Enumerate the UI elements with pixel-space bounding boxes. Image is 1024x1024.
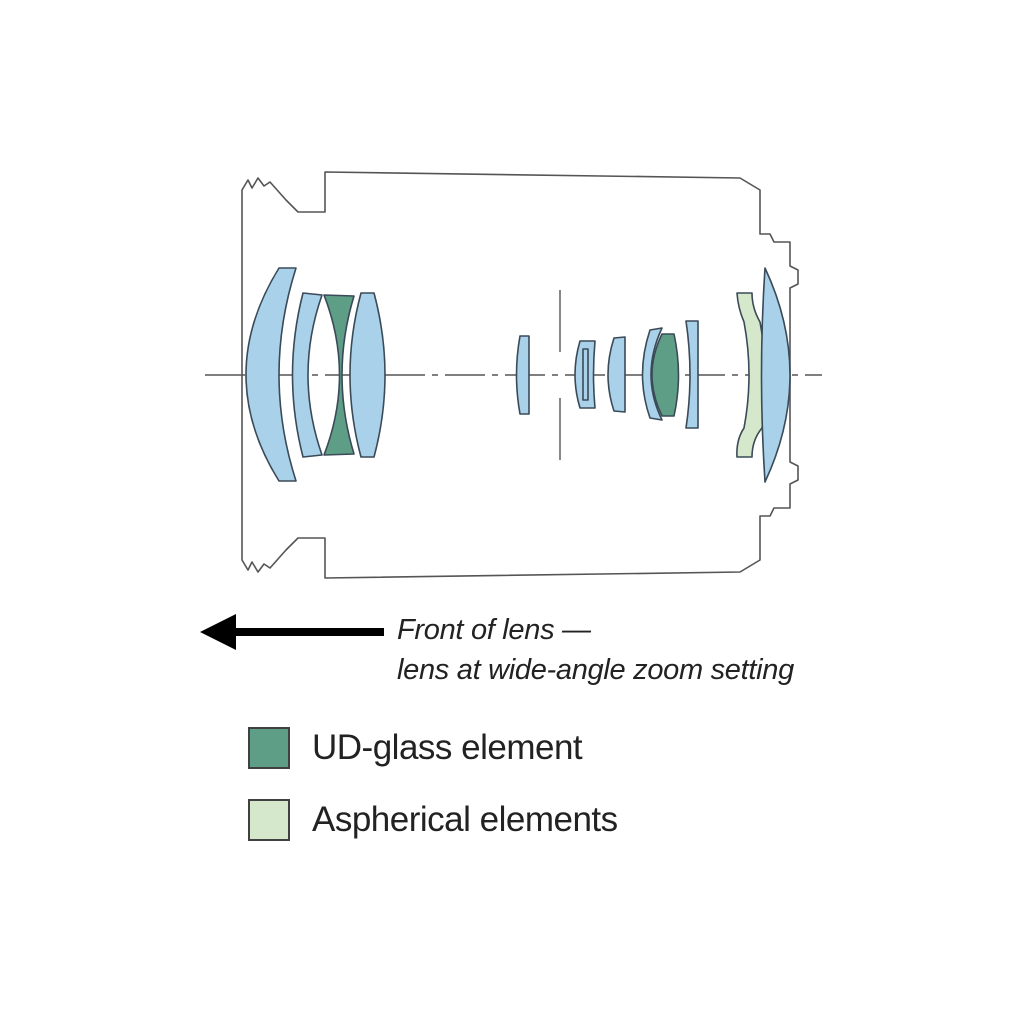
lens-element-front-meniscus <box>245 267 297 482</box>
ud-glass-swatch <box>248 727 290 769</box>
caption-line-1: Front of lens — <box>397 614 591 646</box>
caption-line-2: lens at wide-angle zoom setting <box>397 654 794 686</box>
lens-element-ud-front <box>323 294 355 456</box>
lens-element-middle-1 <box>515 335 530 415</box>
aspherical-swatch <box>248 799 290 841</box>
lens-element-rear-b <box>582 348 589 401</box>
legend-label-aspherical: Aspherical elements <box>312 800 618 839</box>
legend-label-ud-glass: UD-glass element <box>312 728 583 767</box>
lens-element-front-2 <box>291 292 323 458</box>
legend-item-ud-glass: UD-glass element <box>248 726 583 770</box>
lens-element-rear-large <box>760 267 791 483</box>
lens-element-rear-d <box>641 327 663 421</box>
lens-element-ud-rear <box>651 333 680 417</box>
lens-element-rear-c <box>607 336 626 413</box>
lens-element-front-4 <box>349 292 386 458</box>
diagram-caption: Front of lens — lens at wide-angle zoom … <box>397 610 794 690</box>
lens-barrel-outline <box>241 171 799 579</box>
legend-item-aspherical: Aspherical elements <box>248 798 618 842</box>
left-arrow-icon <box>200 614 384 650</box>
lens-element-rear-e <box>685 320 699 429</box>
lens-cross-section-diagram <box>205 171 822 579</box>
lens-element-aspherical <box>736 292 767 458</box>
